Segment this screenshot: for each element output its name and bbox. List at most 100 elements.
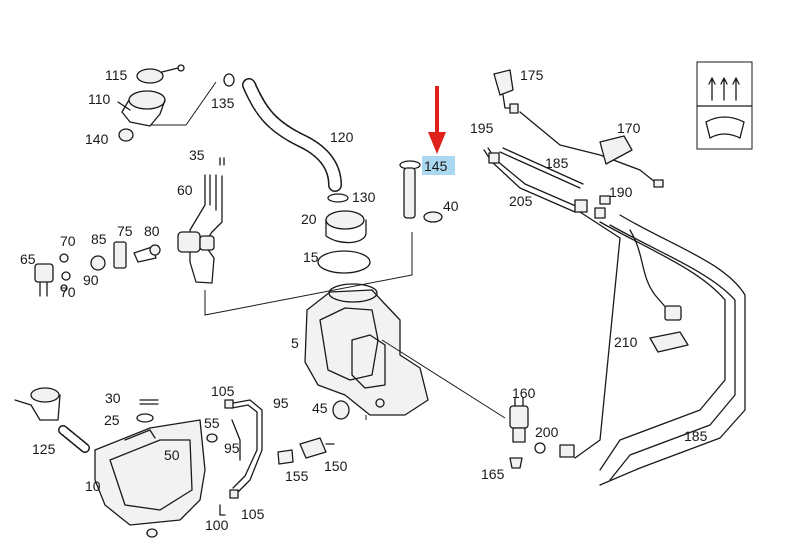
label-100: 100 <box>205 517 229 533</box>
label-125: 125 <box>32 441 56 457</box>
clip-25-part <box>136 413 154 423</box>
pump-body-part <box>177 231 201 253</box>
nozzle-170-part <box>599 135 633 165</box>
label-200: 200 <box>535 424 559 440</box>
clip-190-part <box>599 195 611 205</box>
highlight-box <box>422 156 455 175</box>
pump-leader-line <box>381 339 506 419</box>
label-205: 205 <box>509 193 533 209</box>
hose-125-ribs-part <box>59 426 89 452</box>
label-130: 130 <box>352 189 376 205</box>
hose-95-short-part <box>231 419 241 461</box>
label-5: 5 <box>291 335 299 351</box>
hose-30-part <box>139 399 159 405</box>
tank-body-part <box>304 289 429 416</box>
filler-body-part <box>128 90 166 110</box>
small-pump-legs-part <box>39 281 48 297</box>
grommet-50-part <box>146 528 158 538</box>
hose-185-part <box>499 147 584 189</box>
tank-drain-part <box>375 398 385 408</box>
bracket-75-part <box>113 241 127 269</box>
filler-cap-part <box>136 68 164 84</box>
tank-neck-part <box>328 283 378 303</box>
label-35: 35 <box>189 147 205 163</box>
long-hose-c-part <box>599 214 746 486</box>
pump-tube-part <box>209 174 217 211</box>
label-25: 25 <box>104 412 120 428</box>
pump-160-outlets-part <box>514 397 524 407</box>
filler-neck-group <box>117 64 342 192</box>
sender-top-part <box>325 210 365 230</box>
grommet-part <box>223 73 235 87</box>
label-45: 45 <box>312 400 328 416</box>
clip-part <box>118 128 134 142</box>
label-105-upper: 105 <box>211 383 235 399</box>
fitting-100-part <box>219 504 226 516</box>
connector-175-part <box>509 103 519 114</box>
label-150: 150 <box>324 458 348 474</box>
pump-bracket-part <box>189 174 223 284</box>
hose-95a-part <box>227 399 263 493</box>
label-60: 60 <box>177 182 193 198</box>
label-115: 115 <box>105 67 128 83</box>
connector-105-part <box>224 399 234 409</box>
label-50: 50 <box>164 447 180 463</box>
label-190: 190 <box>609 184 633 200</box>
nozzle-35-part <box>219 157 225 166</box>
reservoir-tank-group <box>304 283 506 420</box>
washer-90-part <box>61 271 71 281</box>
label-185-upper: 185 <box>545 155 569 171</box>
screw-head-part <box>149 244 161 256</box>
lower-tank-top-part <box>124 429 156 441</box>
label-75: 75 <box>117 223 133 239</box>
label-40: 40 <box>443 198 459 214</box>
washer-70b-part <box>60 284 68 292</box>
connector-105b-part <box>229 489 239 499</box>
screw-80-part <box>133 246 157 263</box>
connector-190-part <box>594 207 606 219</box>
connector-205-part <box>574 199 588 213</box>
clip-200-part <box>534 442 546 454</box>
lower-tank-inner-part <box>109 439 193 511</box>
filler-hose-ribs-part <box>243 79 341 191</box>
label-105-lower: 105 <box>241 506 265 522</box>
label-155: 155 <box>285 468 309 484</box>
hose-195a-part <box>483 149 576 213</box>
grommet-55-part <box>206 433 218 443</box>
lower-tank-group <box>14 387 335 538</box>
label-135: 135 <box>211 95 235 111</box>
lower-tank-body-part <box>94 419 206 526</box>
sender-group <box>204 160 443 316</box>
label-20: 20 <box>301 211 317 227</box>
sensor-210-part <box>649 331 689 353</box>
washer-70a-part <box>59 253 69 263</box>
gear-85-part <box>90 255 106 271</box>
pointer-arrow-icon <box>428 86 446 154</box>
label-85: 85 <box>91 231 107 247</box>
connector-200-part <box>559 444 575 458</box>
bracket-line <box>150 81 217 126</box>
hose-170-part <box>519 111 656 183</box>
long-hose-a-part <box>599 221 726 471</box>
part-labels: 115 110 140 135 120 35 60 130 20 15 145 … <box>20 67 708 533</box>
label-110: 110 <box>88 91 111 107</box>
grommet-165-part <box>509 457 523 469</box>
hoses-group <box>483 69 746 486</box>
label-95-lower: 95 <box>224 440 240 456</box>
dip-tube-part <box>403 167 416 219</box>
label-145: 145 <box>424 158 448 174</box>
label-70-upper: 70 <box>60 233 76 249</box>
arrow-head <box>428 132 446 154</box>
label-120: 120 <box>330 129 354 145</box>
label-140: 140 <box>85 131 109 147</box>
label-175: 175 <box>520 67 544 83</box>
tank-pocket-part <box>351 334 386 389</box>
label-210: 210 <box>614 334 638 350</box>
pump-160-base-part <box>512 427 526 443</box>
label-170: 170 <box>617 120 641 136</box>
warning-symbol <box>696 61 753 150</box>
hose-95b-part <box>231 404 258 489</box>
assembly-leader-line <box>204 232 413 316</box>
label-70-lower: 70 <box>60 284 76 300</box>
